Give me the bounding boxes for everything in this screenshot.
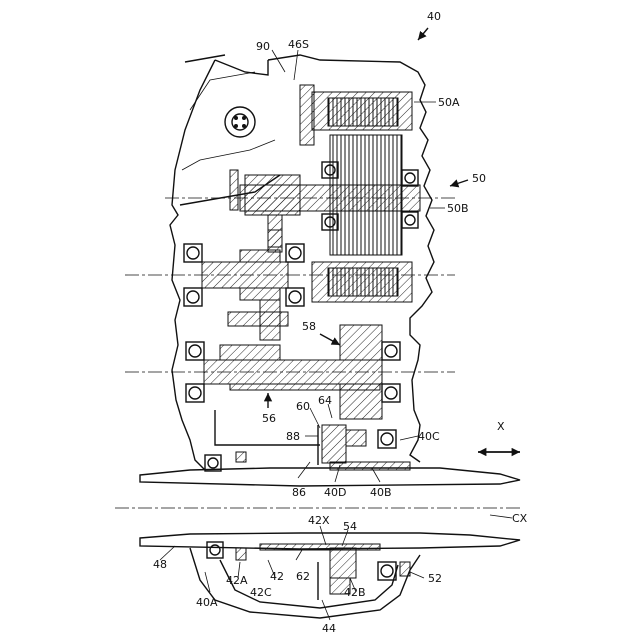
bearing [186,342,204,360]
upper-base-plate [140,468,520,486]
bearing [378,562,396,580]
label-42b: 42B [344,586,366,599]
motor-arrow [450,180,468,186]
label-40: 40 [427,10,441,23]
label-40c: 40C [418,430,440,443]
bearing [382,342,400,360]
bearing [184,288,202,306]
label-46s: 46S [288,38,309,51]
label-54: 54 [343,520,357,533]
assembly-arrow [418,28,428,40]
bearing [402,212,418,228]
label-88: 88 [286,430,300,443]
label-62: 62 [296,570,310,583]
label-56: 56 [262,412,276,425]
bearing [286,288,304,306]
label-64: 64 [318,394,332,407]
bearing [184,244,202,262]
label-86: 86 [292,486,306,499]
label-50: 50 [472,172,486,185]
intermediate-shaft [202,230,288,340]
label-40a: 40A [196,596,218,609]
bearing [402,170,418,186]
label-cx: CX [512,512,528,525]
label-52: 52 [428,572,442,585]
bearing [382,384,400,402]
label-44: 44 [322,622,336,635]
label-40b: 40B [370,486,392,499]
label-42a: 42A [226,574,248,587]
label-58: 58 [302,320,316,333]
gear-arrow [320,334,340,345]
label-42c: 42C [250,586,272,599]
label-60: 60 [296,400,310,413]
connector [225,107,255,137]
bearing [186,384,204,402]
bearing [286,244,304,262]
label-42: 42 [270,570,284,583]
bearing [378,430,396,448]
label-42x: 42X [308,514,330,527]
label-50b: 50B [447,202,469,215]
label-48: 48 [153,558,167,571]
label-x: X [497,420,505,433]
bearing [207,542,223,558]
label-40d: 40D [324,486,346,499]
label-50a: 50A [438,96,460,109]
label-90: 90 [256,40,270,53]
